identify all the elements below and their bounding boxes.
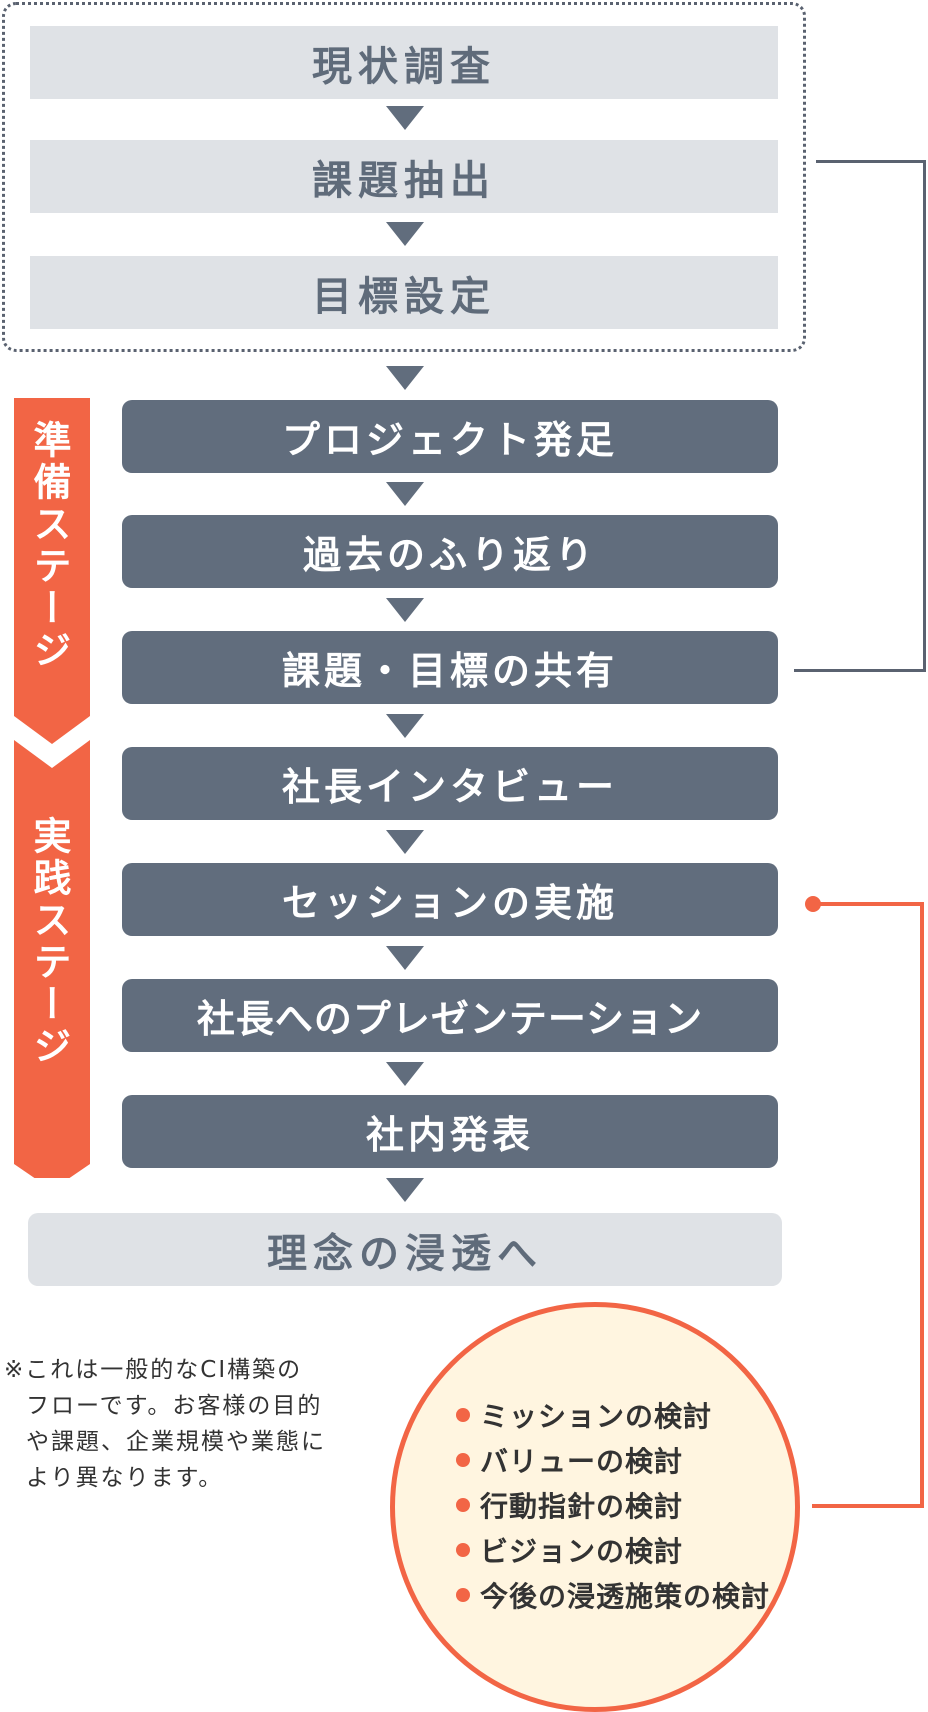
session-link-connector xyxy=(812,902,924,1508)
issue-link-connector xyxy=(816,160,926,672)
step-issue-extraction: 課題抽出 xyxy=(30,140,778,213)
analysis-phase-frame xyxy=(2,2,806,352)
flow-arrow xyxy=(386,366,424,390)
step-goal-setting: 目標設定 xyxy=(30,256,778,329)
list-item-label: ビジョンの検討 xyxy=(480,1534,684,1568)
list-item-label: 今後の浸透施策の検討 xyxy=(480,1579,771,1613)
flow-arrow xyxy=(386,714,424,738)
flow-arrow xyxy=(386,222,424,246)
step-internal-announcement: 社内発表 xyxy=(122,1095,778,1168)
note-line: ※これは一般的なCI構築の xyxy=(4,1357,303,1383)
flow-arrow xyxy=(386,830,424,854)
bullet-icon xyxy=(456,1542,470,1557)
list-item: ミッションの検討 xyxy=(456,1392,770,1437)
step-philosophy-penetration: 理念の浸透へ xyxy=(28,1213,782,1286)
step-current-survey: 現状調査 xyxy=(30,26,778,99)
flow-arrow xyxy=(386,106,424,130)
list-item: 行動指針の検討 xyxy=(456,1482,770,1527)
flow-arrow xyxy=(386,1062,424,1086)
flow-arrow xyxy=(386,1178,424,1202)
list-item-label: ミッションの検討 xyxy=(480,1399,713,1433)
bullet-icon xyxy=(456,1407,470,1422)
session-content-list: ミッションの検討 バリューの検討 行動指針の検討 ビジョンの検討 今後の浸透施策… xyxy=(456,1392,770,1617)
note-line: より異なります。 xyxy=(26,1465,224,1491)
stage-label-preparation: 準備ステージ xyxy=(27,420,71,672)
flow-arrow xyxy=(386,482,424,506)
stage-label-practice: 実践ステージ xyxy=(27,816,71,1068)
bullet-icon xyxy=(456,1497,470,1512)
list-item: 今後の浸透施策の検討 xyxy=(456,1572,770,1617)
step-sessions: セッションの実施 xyxy=(122,863,778,936)
issue-link-connector-end xyxy=(794,669,818,672)
list-item: バリューの検討 xyxy=(456,1437,770,1482)
bullet-icon xyxy=(456,1452,470,1467)
step-review-past: 過去のふり返り xyxy=(122,515,778,588)
list-item: ビジョンの検討 xyxy=(456,1527,770,1572)
note-line: フローです。お客様の目的 xyxy=(26,1393,323,1419)
bullet-icon xyxy=(456,1587,470,1602)
stage-banner-practice xyxy=(14,740,90,1178)
list-item-label: 行動指針の検討 xyxy=(480,1489,684,1523)
flow-arrow xyxy=(386,946,424,970)
step-president-presentation: 社長へのプレゼンテーション xyxy=(122,979,778,1052)
flow-arrow xyxy=(386,598,424,622)
step-share-issues-goals: 課題・目標の共有 xyxy=(122,631,778,704)
list-item-label: バリューの検討 xyxy=(480,1444,684,1478)
step-president-interview: 社長インタビュー xyxy=(122,747,778,820)
general-flow-note: ※これは一般的なCI構築の フローです。お客様の目的 や課題、企業規模や業態に … xyxy=(4,1352,344,1496)
step-project-launch: プロジェクト発足 xyxy=(122,400,778,473)
note-line: や課題、企業規模や業態に xyxy=(26,1429,326,1455)
stage-banner-preparation xyxy=(14,398,90,744)
stage-banners xyxy=(14,398,90,1178)
